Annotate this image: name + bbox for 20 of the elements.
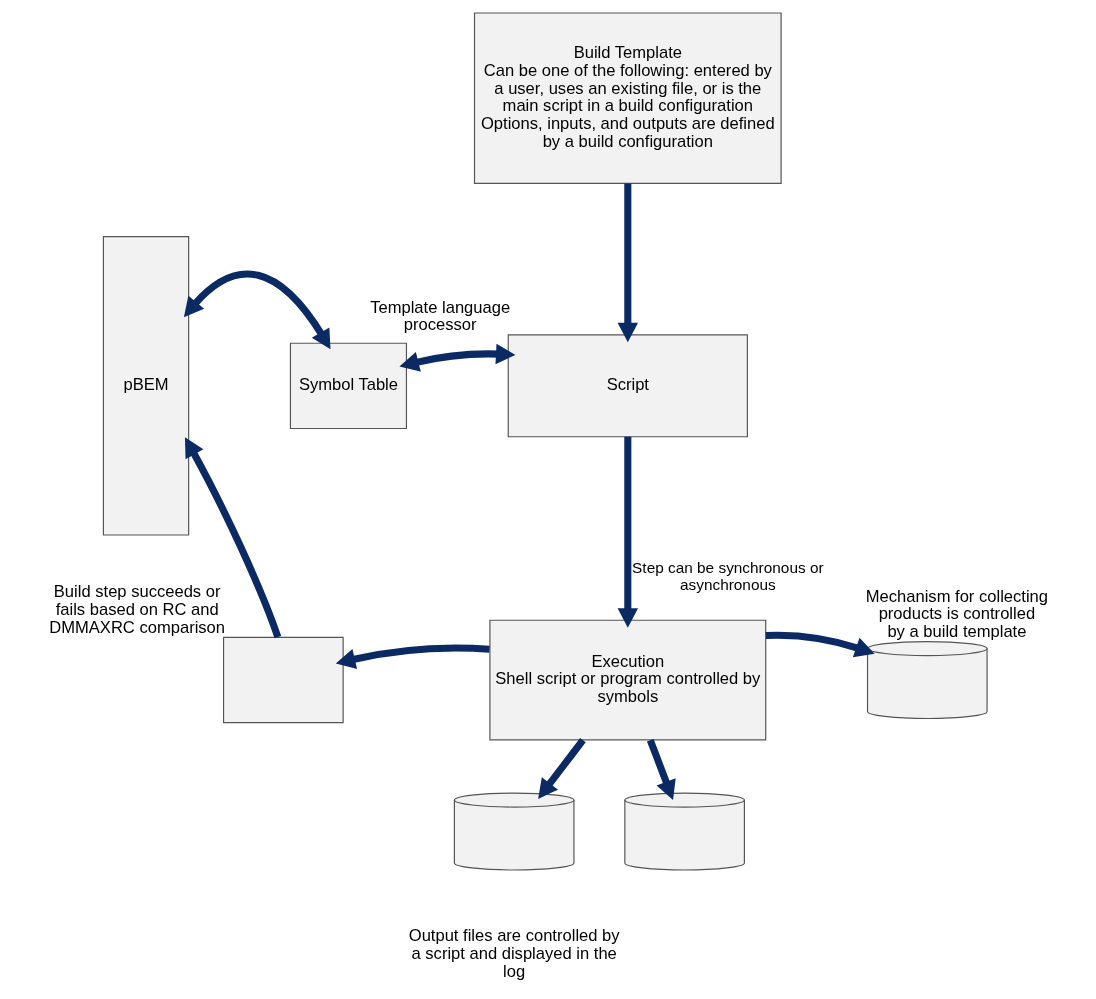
node-box: Script xyxy=(507,334,748,438)
node-box: pBEM xyxy=(102,236,189,536)
arrow xyxy=(646,738,676,800)
edge-label: Step can be synchronous or asynchronous xyxy=(631,559,824,593)
node-label: Mechanism for collecting products is controlled by a build template xyxy=(865,586,1048,642)
arrow xyxy=(617,436,638,628)
node-box: Execution Shell script or program controlled by symbols xyxy=(488,619,766,741)
arrow xyxy=(765,631,875,658)
node-label: Build step succeeds or fails based on RC and DMMAXRC comparison xyxy=(48,582,225,637)
node-box xyxy=(222,636,344,724)
arrow xyxy=(537,738,586,799)
node-label: Template language processor xyxy=(369,297,510,335)
arrow xyxy=(183,270,330,350)
arrow xyxy=(335,644,490,669)
arrow xyxy=(398,343,515,372)
arrow xyxy=(617,183,638,343)
label: Output files are controlled by a script and displayed in the log xyxy=(408,926,620,981)
node-box: Build Template Can be one of the following: entered by a user, uses an existing file, or is the main script in a build configuration Options, inputs, and outputs are defined by a build configuration xyxy=(473,12,782,185)
node-box: Symbol Table xyxy=(289,342,407,430)
arrow xyxy=(184,437,281,639)
